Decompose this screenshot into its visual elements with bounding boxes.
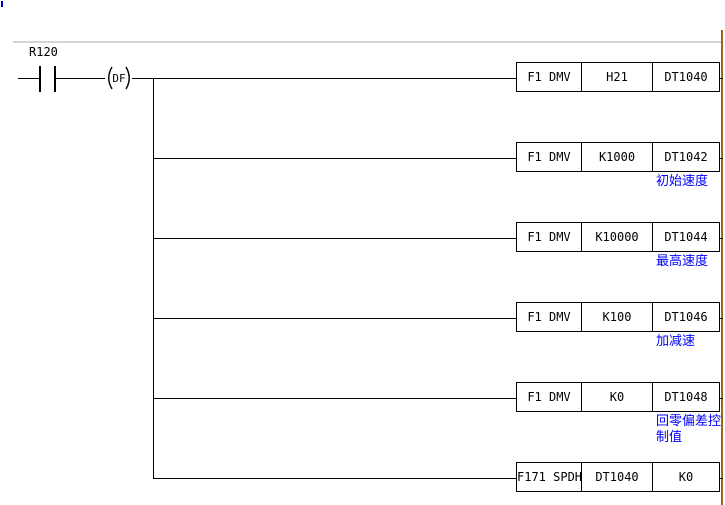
instruction-block-dmv-k0[interactable]: F1 DMV K0 DT1048 <box>516 382 720 412</box>
instruction-block-dmv-k100[interactable]: F1 DMV K100 DT1046 <box>516 302 720 332</box>
rail-stub <box>719 238 723 239</box>
operand-cell[interactable]: DT1046 <box>664 310 708 324</box>
df-coil[interactable]: DF <box>104 65 134 91</box>
operand-cell[interactable]: H21 <box>582 63 653 91</box>
coil-right-paren <box>125 66 130 90</box>
wire-segment <box>153 158 516 159</box>
rung-separator-line <box>13 41 721 43</box>
operand-cell[interactable]: DT1040 <box>582 463 653 491</box>
operand-comment[interactable]: 回零偏差控制值 <box>656 414 722 445</box>
wire-segment <box>153 318 516 319</box>
rail-stub <box>719 318 723 319</box>
operand-cell[interactable]: K0 <box>582 383 653 411</box>
instruction-cell[interactable]: F1 DMV <box>517 223 582 251</box>
operand-comment[interactable]: 初始速度 <box>656 174 709 189</box>
instruction-cell[interactable]: F1 DMV <box>517 303 582 331</box>
operand-cell[interactable]: K0 <box>678 470 694 484</box>
contact-label[interactable]: R120 <box>29 45 58 59</box>
operand-cell[interactable]: DT1040 <box>664 70 708 84</box>
wire-segment <box>18 78 39 79</box>
operand-cell[interactable]: K100 <box>582 303 653 331</box>
operand-cell[interactable]: DT1044 <box>664 230 708 244</box>
rail-stub <box>719 158 723 159</box>
rail-stub <box>719 478 723 479</box>
coil-left-paren <box>108 66 113 90</box>
rail-stub <box>719 398 723 399</box>
instruction-cell[interactable]: F1 DMV <box>517 143 582 171</box>
rail-stub <box>719 78 723 79</box>
branch-vertical-wire <box>153 78 154 479</box>
wire-segment <box>56 78 105 79</box>
coil-label: DF <box>112 72 125 85</box>
operand-cell[interactable]: K10000 <box>582 223 653 251</box>
wire-segment <box>153 238 516 239</box>
instruction-cell[interactable]: F1 DMV <box>517 63 582 91</box>
edit-cursor-mark <box>1 1 3 7</box>
operand-comment[interactable]: 最高速度 <box>656 254 709 269</box>
right-bus-bar <box>721 30 723 505</box>
wire-segment <box>132 78 516 79</box>
contact-left-bar[interactable] <box>39 66 41 92</box>
operand-cell[interactable]: DT1048 <box>664 390 708 404</box>
operand-cell[interactable]: DT1042 <box>664 150 708 164</box>
instruction-cell[interactable]: F1 DMV <box>517 383 582 411</box>
instruction-block-dmv-k10000[interactable]: F1 DMV K10000 DT1044 <box>516 222 720 252</box>
instruction-cell[interactable]: F171 SPDH <box>517 463 582 491</box>
instruction-block-spdh[interactable]: F171 SPDH DT1040 K0 <box>516 462 720 492</box>
operand-comment[interactable]: 加减速 <box>656 334 696 349</box>
instruction-block-dmv-h21[interactable]: F1 DMV H21 DT1040 <box>516 62 720 92</box>
contact-right-bar[interactable] <box>54 66 56 92</box>
wire-segment <box>153 478 516 479</box>
operand-cell[interactable]: K1000 <box>582 143 653 171</box>
instruction-block-dmv-k1000[interactable]: F1 DMV K1000 DT1042 <box>516 142 720 172</box>
wire-segment <box>153 398 516 399</box>
